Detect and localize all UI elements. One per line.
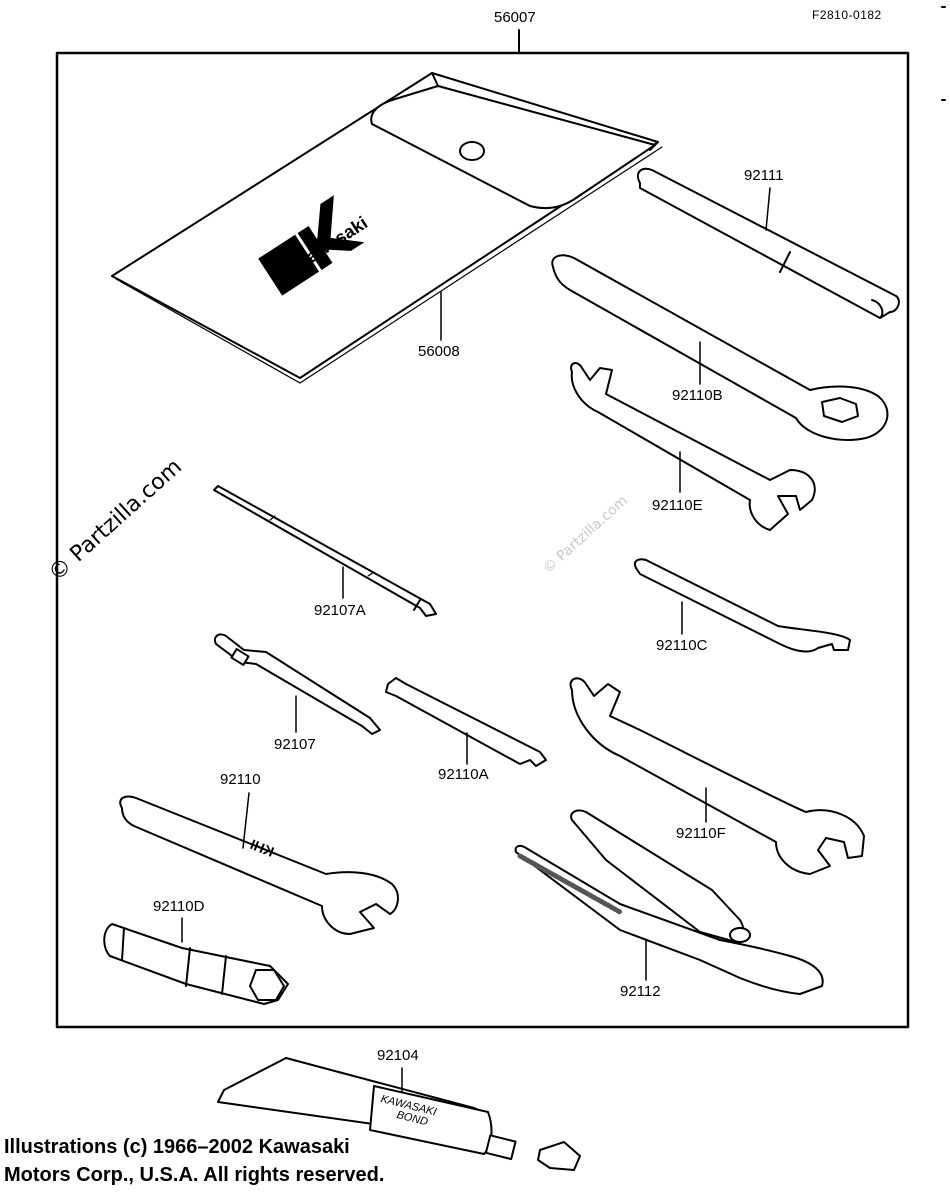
label-56007: 56007: [494, 9, 536, 26]
spanner-92110C-illustration: [634, 558, 851, 653]
label-92110A: 92110A: [438, 766, 489, 783]
label-92111: 92111: [744, 167, 784, 184]
copyright-notice: Illustrations (c) 1966–2002 Kawasaki Mot…: [4, 1133, 384, 1189]
label-92110: 92110: [220, 771, 261, 788]
socket-92110D-illustration: [103, 923, 289, 1005]
label-92107: 92107: [274, 736, 316, 753]
label-92110F: 92110F: [676, 825, 726, 842]
pliers-92112-illustration: [514, 809, 824, 995]
label-92104: 92104: [377, 1047, 419, 1064]
leader-92111: [765, 187, 771, 231]
handle-92111-illustration: [636, 167, 900, 319]
bond-tube-92104-illustration: [217, 1057, 581, 1171]
wrench-92110F-illustration: [569, 677, 865, 875]
wrench-92110E-illustration: [570, 362, 816, 531]
kawasaki-logo-illustration: [258, 195, 365, 296]
label-92110E: 92110E: [652, 497, 703, 514]
label-92107A: 92107A: [314, 602, 366, 619]
label-92112: 92112: [620, 983, 661, 1000]
box-wrench-92110B-illustration: [551, 254, 889, 441]
copyright-line-1: Illustrations (c) 1966–2002 Kawasaki: [4, 1136, 350, 1158]
screwdriver-92107-illustration: [214, 633, 381, 735]
diagram-code: F2810-0182: [812, 8, 882, 22]
label-92110C: 92110C: [656, 637, 708, 654]
tool-pouch-illustration: [111, 72, 663, 384]
copyright-line-2: Motors Corp., U.S.A. All rights reserved…: [4, 1164, 385, 1186]
tool-kit-frame: [55, 51, 910, 1029]
leader-92110: [242, 792, 250, 849]
spanner-92110A-illustration: [385, 677, 547, 767]
label-92110B: 92110B: [672, 387, 723, 404]
label-92110D: 92110D: [153, 898, 205, 915]
label-56008: 56008: [418, 343, 460, 360]
wrench-92110-illustration: [119, 795, 399, 935]
screwdriver-92107A-illustration: [213, 485, 437, 617]
